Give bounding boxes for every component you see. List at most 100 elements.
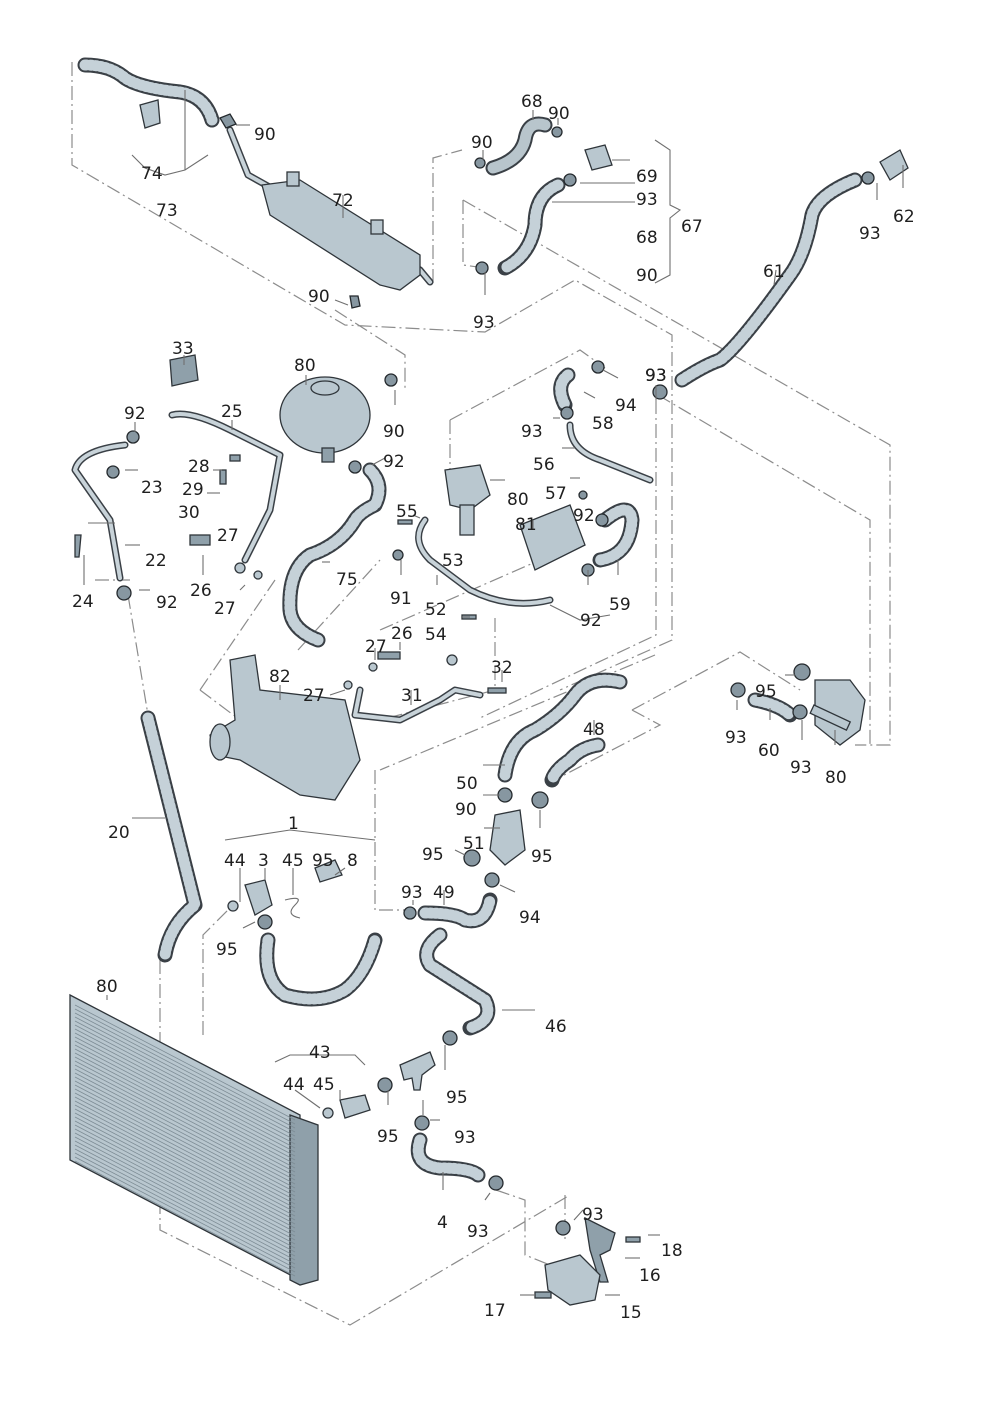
callout-91: 91 xyxy=(390,589,412,609)
callout-52: 52 xyxy=(425,600,447,620)
callout-51: 51 xyxy=(463,834,485,854)
radiator-fin xyxy=(74,1124,296,1241)
turbocharger xyxy=(209,651,507,801)
callout-61: 61 xyxy=(763,262,785,282)
radiator-fin xyxy=(74,1096,296,1213)
thermostat-housing xyxy=(730,663,866,746)
radiator-fin xyxy=(74,1044,296,1161)
callout-80: 80 xyxy=(96,977,118,997)
callout-16: 16 xyxy=(639,1266,661,1286)
callout-93: 93 xyxy=(645,366,667,386)
callout-69: 69 xyxy=(636,167,658,187)
radiator-fin xyxy=(74,1084,296,1201)
callout-56: 56 xyxy=(533,455,555,475)
callout-18: 18 xyxy=(661,1241,683,1261)
radiator-fin xyxy=(74,1020,296,1137)
callout-92: 92 xyxy=(124,404,146,424)
radiator-fin xyxy=(74,1140,296,1257)
radiator-fin xyxy=(74,1060,296,1177)
callout-95: 95 xyxy=(446,1088,468,1108)
radiator-fin xyxy=(74,1136,296,1253)
radiator-fin xyxy=(74,1024,296,1141)
pump-and-cooler xyxy=(392,360,654,620)
callout-95: 95 xyxy=(422,845,444,865)
callout-74: 74 xyxy=(141,164,163,184)
callout-95: 95 xyxy=(216,940,238,960)
radiator-fin xyxy=(74,1016,296,1133)
callout-1: 1 xyxy=(288,814,299,834)
callout-93: 93 xyxy=(473,313,495,333)
radiator-fin xyxy=(74,1064,296,1181)
callout-95: 95 xyxy=(312,851,334,871)
callout-95: 95 xyxy=(377,1127,399,1147)
radiator-fin xyxy=(74,1092,296,1209)
leader-lines xyxy=(83,90,904,1296)
callout-20: 20 xyxy=(108,823,130,843)
callout-29: 29 xyxy=(182,480,204,500)
callout-93: 93 xyxy=(401,883,423,903)
radiator-fin xyxy=(74,1120,296,1237)
callout-27: 27 xyxy=(214,599,236,619)
callout-93: 93 xyxy=(790,758,812,778)
callout-28: 28 xyxy=(188,457,210,477)
callout-93: 93 xyxy=(636,190,658,210)
radiator-fin xyxy=(74,1032,296,1149)
radiator-fin xyxy=(74,1048,296,1165)
callout-43: 43 xyxy=(309,1043,331,1063)
radiator-fin xyxy=(74,1052,296,1169)
callout-92: 92 xyxy=(156,593,178,613)
hose-group-67 xyxy=(474,116,613,276)
callout-73: 73 xyxy=(156,201,178,221)
callout-93: 93 xyxy=(645,366,667,386)
callout-27: 27 xyxy=(217,526,239,546)
radiator xyxy=(69,993,319,1286)
auxiliary-pump xyxy=(534,1216,641,1306)
callout-92: 92 xyxy=(580,611,602,631)
callout-30: 30 xyxy=(178,503,200,523)
radiator-fin xyxy=(74,1080,296,1197)
radiator-fin xyxy=(74,1068,296,1185)
callout-67: 67 xyxy=(681,217,703,237)
callout-labels: 90 74 73 72 90 68 90 90 69 93 68 90 67 9… xyxy=(72,92,915,1323)
callout-45: 45 xyxy=(282,851,304,871)
radiator-fin xyxy=(74,1116,296,1233)
callout-59: 59 xyxy=(609,595,631,615)
callout-80: 80 xyxy=(294,356,316,376)
callout-17: 17 xyxy=(484,1301,506,1321)
radiator-fin xyxy=(74,1056,296,1173)
callout-25: 25 xyxy=(221,402,243,422)
callout-44: 44 xyxy=(283,1075,305,1095)
callout-8: 8 xyxy=(347,851,358,871)
callout-54: 54 xyxy=(425,625,447,645)
hose-assembly-1 xyxy=(227,859,383,1007)
hose-46 xyxy=(419,927,496,1036)
callout-26: 26 xyxy=(190,581,212,601)
callout-94: 94 xyxy=(519,908,541,928)
hose-assembly-73 xyxy=(77,57,434,309)
radiator-fin xyxy=(74,1144,296,1261)
callout-92: 92 xyxy=(573,506,595,526)
callout-90: 90 xyxy=(254,125,276,145)
radiator-fin xyxy=(74,1040,296,1157)
radiator-fin xyxy=(74,1004,296,1121)
callout-57: 57 xyxy=(545,484,567,504)
callout-23: 23 xyxy=(141,478,163,498)
callout-22: 22 xyxy=(145,551,167,571)
callout-46: 46 xyxy=(545,1017,567,1037)
hose-20 xyxy=(140,710,203,963)
callout-90: 90 xyxy=(383,422,405,442)
radiator-fin xyxy=(74,1160,296,1277)
callout-90: 90 xyxy=(471,133,493,153)
callout-90: 90 xyxy=(636,266,658,286)
radiator-fin xyxy=(74,1104,296,1221)
callout-50: 50 xyxy=(456,774,478,794)
callout-45: 45 xyxy=(313,1075,335,1095)
callout-80: 80 xyxy=(825,768,847,788)
radiator-fin xyxy=(74,1148,296,1265)
callout-44: 44 xyxy=(224,851,246,871)
callout-93: 93 xyxy=(725,728,747,748)
callout-68: 68 xyxy=(521,92,543,112)
callout-60: 60 xyxy=(758,741,780,761)
callout-53: 53 xyxy=(442,551,464,571)
